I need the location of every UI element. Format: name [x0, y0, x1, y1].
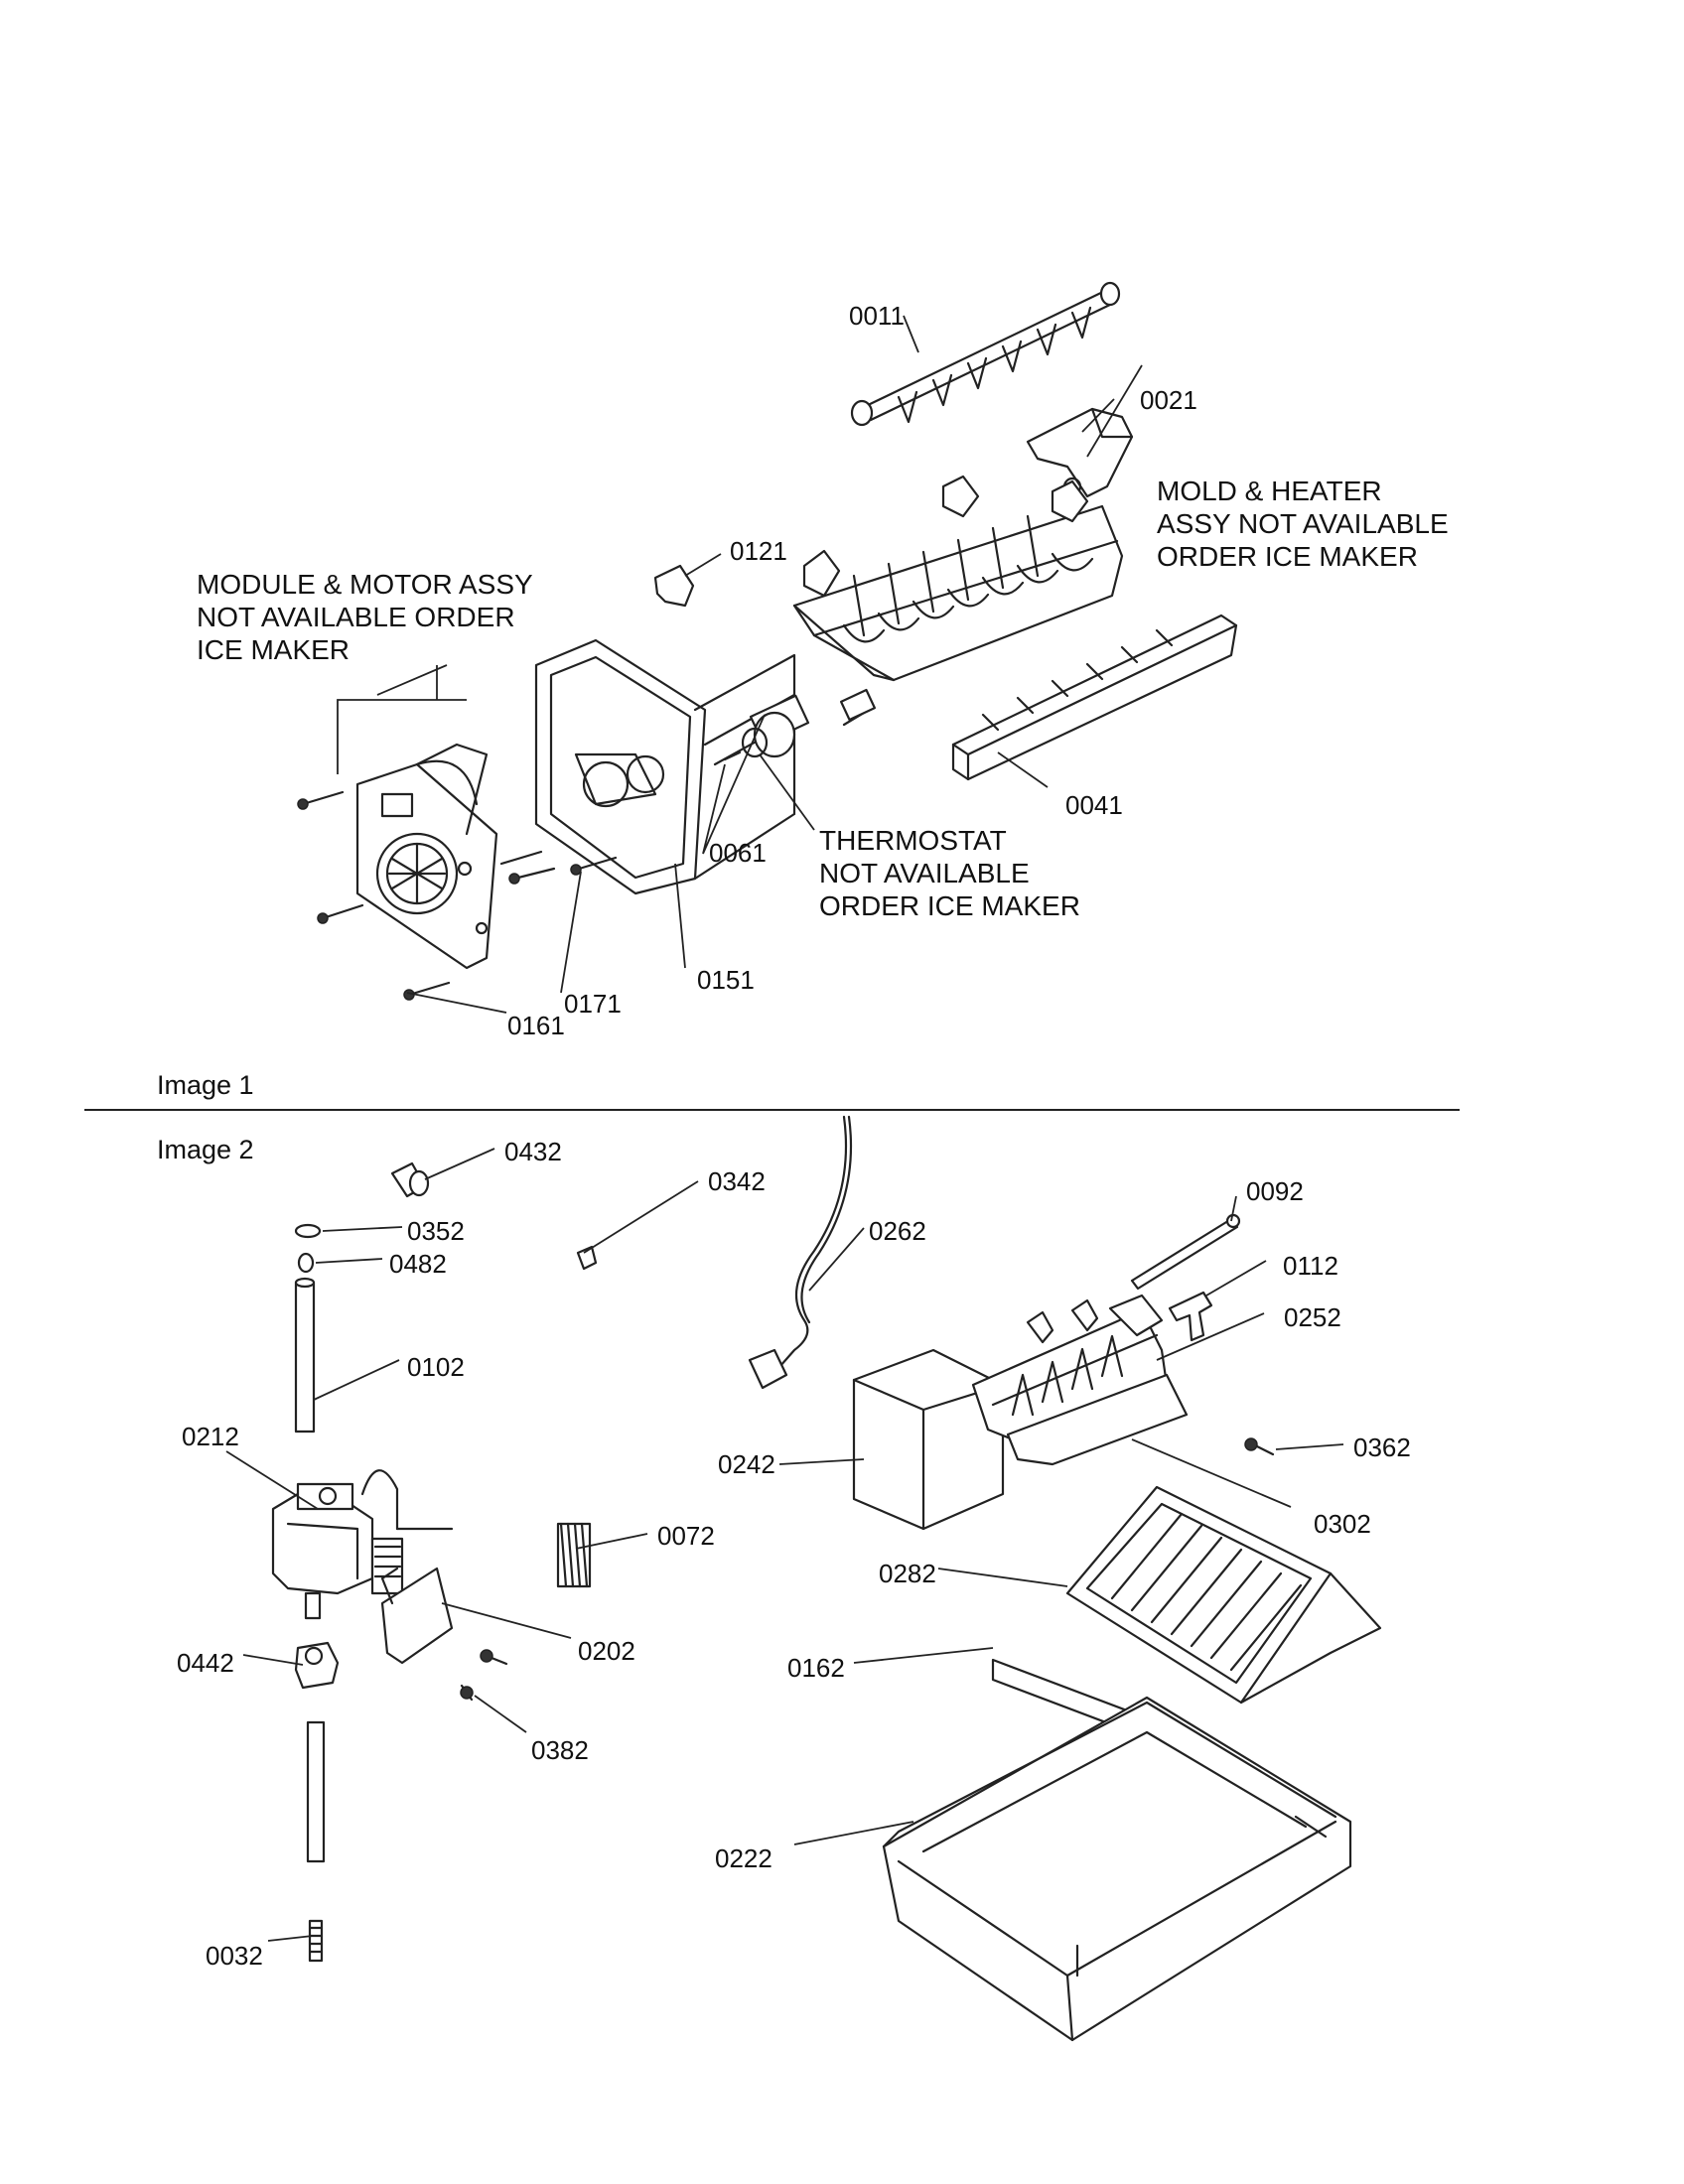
part-label-0161: 0161 — [507, 1011, 565, 1040]
thermostat-note: THERMOSTAT NOT AVAILABLE ORDER ICE MAKER — [819, 825, 1080, 921]
part-label-0162: 0162 — [787, 1653, 845, 1683]
leaders-image1 — [337, 315, 1143, 1014]
part-label-0212: 0212 — [182, 1422, 239, 1451]
part-label-0171: 0171 — [564, 989, 622, 1019]
screws-image1 — [297, 790, 618, 1001]
mold-heater-note: MOLD & HEATER ASSY NOT AVAILABLE ORDER I… — [1157, 476, 1449, 572]
clip-0112 — [1168, 1291, 1213, 1342]
clip-0121 — [653, 564, 695, 608]
part-label-0072: 0072 — [657, 1521, 715, 1551]
spring-0072 — [556, 1522, 592, 1588]
part-label-0011: 0011 — [849, 301, 905, 331]
part-label-0121: 0121 — [730, 536, 787, 566]
screws-0382 — [460, 1649, 508, 1702]
part-label-0021: 0021 — [1140, 385, 1197, 415]
rod-0092 — [1130, 1213, 1241, 1291]
part-label-0032: 0032 — [206, 1941, 263, 1971]
ice-maker-0252 — [852, 1294, 1169, 1531]
bin-0222 — [882, 1696, 1352, 2042]
part-label-0302: 0302 — [1314, 1509, 1371, 1539]
leaders-image2 — [225, 1148, 1344, 1942]
part-label-0362: 0362 — [1353, 1433, 1411, 1462]
part-label-0041: 0041 — [1065, 790, 1123, 820]
ring-0352 — [294, 1223, 322, 1239]
part-label-0222: 0222 — [715, 1843, 772, 1873]
part-label-0202: 0202 — [578, 1636, 635, 1666]
part-label-0102: 0102 — [407, 1352, 465, 1382]
cover-0041 — [951, 614, 1238, 781]
clip-0342 — [576, 1245, 598, 1271]
wire-harness-0262 — [748, 1115, 853, 1390]
motor-module — [355, 743, 498, 970]
part-label-0482: 0482 — [389, 1249, 447, 1279]
part-label-0442: 0442 — [177, 1648, 234, 1678]
part-label-0262: 0262 — [869, 1216, 926, 1246]
part-label-0382: 0382 — [531, 1735, 589, 1765]
ejector-shaft-0011 — [850, 281, 1121, 427]
part-label-0252: 0252 — [1284, 1302, 1341, 1332]
insert-0482 — [297, 1252, 315, 1274]
part-label-0352: 0352 — [407, 1216, 465, 1246]
screw-0362 — [1244, 1437, 1275, 1456]
insert-0032 — [308, 1919, 324, 1963]
tube-0102 — [294, 1277, 316, 1433]
module-motor-note: MODULE & MOTOR ASSY NOT AVAILABLE ORDER … — [197, 569, 533, 665]
part-label-0432: 0432 — [504, 1137, 562, 1166]
image-1-caption: Image 1 — [157, 1070, 254, 1100]
shafts-thermostat — [703, 688, 877, 766]
tray-0282 — [1065, 1485, 1382, 1705]
part-label-0092: 0092 — [1246, 1176, 1304, 1206]
tube-lower — [306, 1720, 326, 1863]
mold-heater-assembly — [792, 475, 1124, 682]
fitting-0432 — [390, 1161, 430, 1198]
shield-0302 — [1006, 1373, 1189, 1466]
part-label-0112: 0112 — [1283, 1251, 1338, 1281]
part-label-0282: 0282 — [879, 1559, 936, 1588]
nut-0442 — [294, 1641, 340, 1690]
bracket-0202 — [380, 1567, 454, 1665]
part-label-0151: 0151 — [697, 965, 755, 995]
part-label-0061: 0061 — [709, 838, 767, 868]
bracket-0021 — [1026, 407, 1134, 498]
image-2-caption: Image 2 — [157, 1135, 254, 1164]
part-label-0342: 0342 — [708, 1166, 766, 1196]
part-label-0242: 0242 — [718, 1449, 775, 1479]
